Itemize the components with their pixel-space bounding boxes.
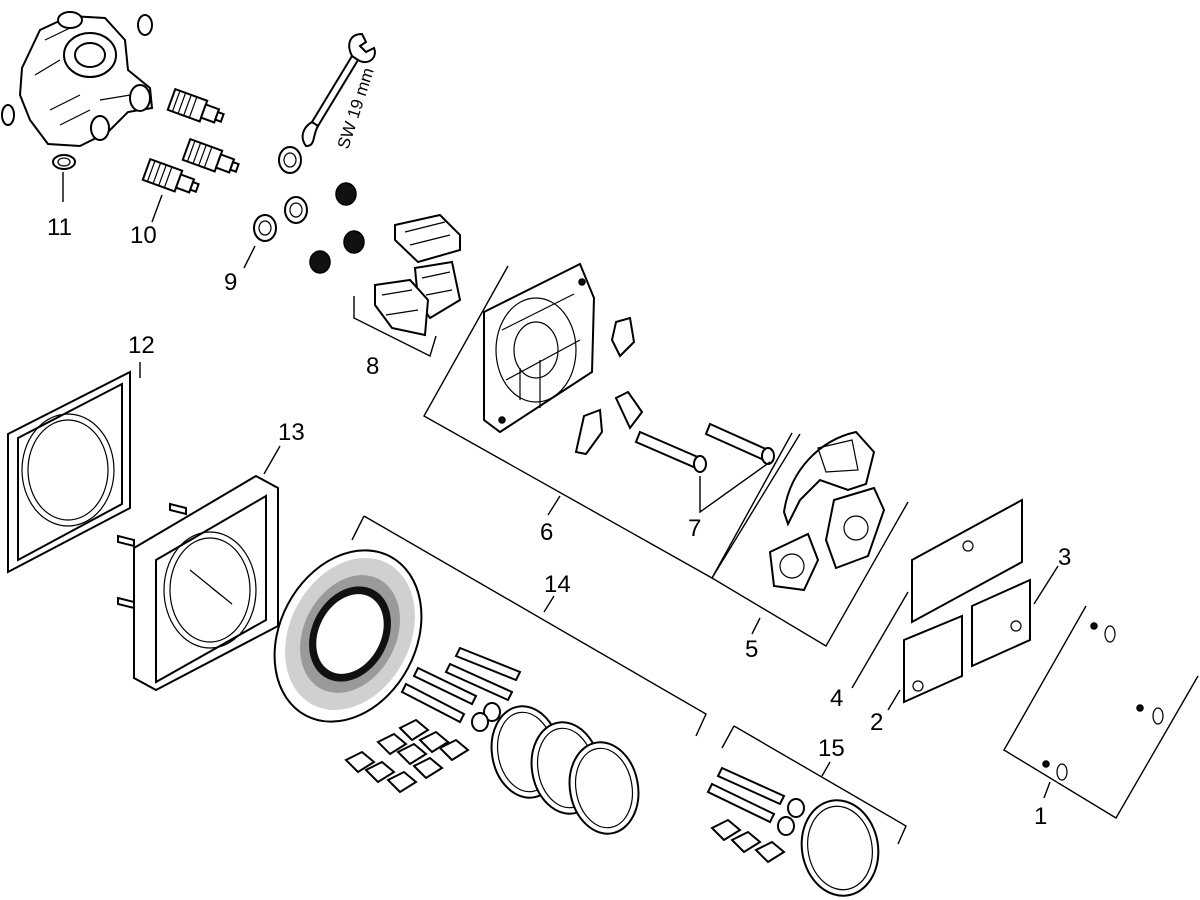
label-10: 10 — [130, 222, 157, 249]
large-button — [911, 498, 1023, 624]
trim-frame-outer — [7, 370, 131, 574]
o-rings — [1, 14, 153, 170]
cartridges — [141, 87, 240, 194]
label-3: 3 — [1058, 544, 1071, 571]
valve-body — [18, 11, 154, 148]
label-1: 1 — [1034, 803, 1047, 830]
label-4: 4 — [830, 685, 843, 712]
label-5: 5 — [745, 636, 758, 663]
trim-shells — [768, 430, 886, 592]
plate-clips — [574, 316, 644, 456]
clamp-blocks — [374, 213, 462, 337]
label-6: 6 — [540, 519, 553, 546]
small-button-right — [971, 578, 1031, 668]
label-9: 9 — [224, 269, 237, 296]
label-11: 11 — [47, 214, 72, 241]
extension-kit — [706, 766, 880, 897]
label-12: 12 — [128, 332, 155, 359]
label-14: 14 — [544, 571, 571, 598]
label-15: 15 — [818, 735, 845, 762]
wrench-tool — [301, 32, 376, 148]
install-screws — [400, 646, 522, 732]
small-button-left — [903, 614, 963, 704]
label-13: 13 — [278, 419, 305, 446]
trim-frame-inner — [117, 474, 279, 692]
label-8: 8 — [366, 353, 379, 380]
clip-set-14 — [344, 718, 470, 794]
sleeves-14 — [490, 705, 640, 835]
extension-screws — [634, 422, 775, 473]
mounting-plate — [483, 262, 596, 434]
label-7: 7 — [688, 515, 701, 542]
small-pins — [1042, 622, 1164, 781]
rosette — [273, 549, 423, 723]
retaining-rings — [253, 146, 365, 274]
label-2: 2 — [870, 709, 883, 736]
